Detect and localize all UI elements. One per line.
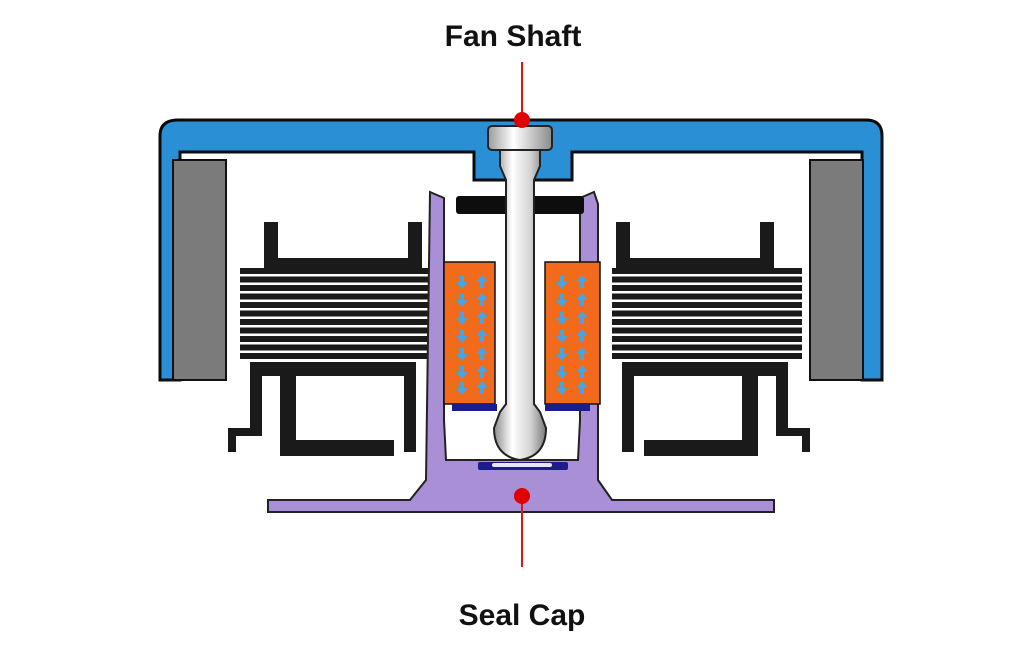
- oil-flow-arrow-down-icon: [556, 382, 568, 395]
- fan-shaft-leader-dot: [514, 112, 530, 128]
- oil-flow-arrow-down-icon: [556, 348, 568, 361]
- stator-lamination: [240, 310, 430, 317]
- stator-lamination: [240, 293, 430, 300]
- left-thrust-washer: [452, 404, 497, 411]
- left-stator-laminations: [240, 268, 430, 359]
- stator-lamination: [612, 344, 802, 351]
- right-oil-sleeve: [544, 261, 601, 405]
- left-stator-frame: [264, 222, 422, 268]
- oil-flow-arrow-down-icon: [456, 348, 468, 361]
- oil-flow-arrow-down-icon: [456, 276, 468, 289]
- oil-flow-arrow-down-icon: [556, 294, 568, 307]
- left-stator: [228, 222, 430, 456]
- stator-lamination: [240, 353, 430, 359]
- oil-flow-arrow-up-icon: [576, 293, 588, 306]
- oil-flow-arrow-up-icon: [476, 365, 488, 378]
- stator-lamination: [612, 353, 802, 359]
- oil-flow-arrow-down-icon: [456, 312, 468, 325]
- stator-lamination: [240, 327, 430, 334]
- stator-lamination: [612, 268, 802, 274]
- oil-flow-arrow-up-icon: [476, 311, 488, 324]
- stator-lamination: [240, 336, 430, 342]
- oil-flow-arrow-down-icon: [456, 366, 468, 379]
- stator-lamination: [612, 285, 802, 291]
- shaft-head: [487, 125, 553, 151]
- oil-flow-arrow-down-icon: [556, 276, 568, 289]
- oil-flow-arrow-up-icon: [476, 275, 488, 288]
- oil-flow-arrow-down-icon: [556, 312, 568, 325]
- stator-lamination: [240, 268, 430, 274]
- oil-flow-arrow-up-icon: [476, 381, 488, 394]
- seal-cap-leader-dot: [514, 488, 530, 504]
- fan-shaft-label: Fan Shaft: [445, 20, 582, 53]
- oil-flow-arrows: [456, 275, 588, 395]
- oil-flow-arrow-up-icon: [576, 275, 588, 288]
- seal-cap-highlight: [492, 463, 552, 467]
- stator-lamination: [612, 336, 802, 342]
- oil-flow-arrow-down-icon: [456, 382, 468, 395]
- oil-flow-arrow-up-icon: [576, 311, 588, 324]
- right-magnet: [809, 159, 864, 381]
- left-magnet: [172, 159, 227, 381]
- oil-flow-arrow-down-icon: [456, 330, 468, 343]
- oil-flow-arrow-up-icon: [476, 329, 488, 342]
- right-stator-frame: [616, 222, 774, 268]
- stator-lamination: [612, 302, 802, 308]
- stator-lamination: [612, 276, 802, 283]
- left-oil-sleeve: [443, 261, 496, 405]
- oil-flow-arrow-up-icon: [576, 347, 588, 360]
- stator-lamination: [612, 293, 802, 300]
- oil-flow-arrow-up-icon: [576, 381, 588, 394]
- right-stator-lower-frame: [622, 362, 810, 456]
- shaft-body: [492, 149, 548, 462]
- oil-flow-arrow-up-icon: [576, 365, 588, 378]
- right-stator-laminations: [612, 268, 802, 359]
- seal-cap-label: Seal Cap: [459, 599, 586, 632]
- oil-flow-arrow-up-icon: [476, 293, 488, 306]
- stator-lamination: [612, 319, 802, 325]
- oil-flow-arrow-down-icon: [456, 294, 468, 307]
- oil-flow-arrow-down-icon: [556, 366, 568, 379]
- right-thrust-washer: [545, 404, 590, 411]
- stator-lamination: [612, 327, 802, 334]
- right-stator: [612, 222, 810, 456]
- left-stator-lower-frame: [228, 362, 416, 456]
- stator-lamination: [240, 302, 430, 308]
- oil-flow-arrow-down-icon: [556, 330, 568, 343]
- stator-lamination: [240, 319, 430, 325]
- stator-lamination: [240, 285, 430, 291]
- stator-lamination: [240, 344, 430, 351]
- stator-lamination: [612, 310, 802, 317]
- oil-flow-arrow-up-icon: [576, 329, 588, 342]
- stator-lamination: [240, 276, 430, 283]
- oil-flow-arrow-up-icon: [476, 347, 488, 360]
